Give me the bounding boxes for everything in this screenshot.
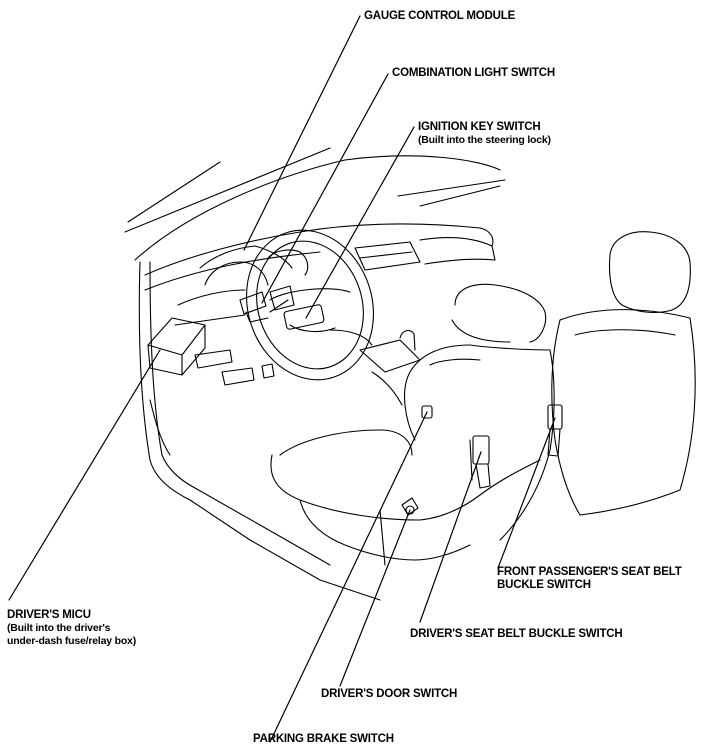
driver-seat	[271, 284, 554, 565]
windshield-frame	[125, 148, 505, 260]
leader-lines	[9, 16, 555, 742]
dashboard	[145, 224, 495, 405]
leader-ignition-key-switch	[306, 127, 414, 318]
label-drivers-micu-note-line2: under-dash fuse/relay box)	[7, 635, 136, 647]
front-passenger-seat	[552, 232, 695, 515]
label-drivers-door-switch: DRIVER'S DOOR SWITCH	[321, 688, 458, 700]
leader-combination-light-switch	[262, 74, 388, 303]
parking-brake-switch-part	[422, 406, 432, 418]
label-front-passenger-seat-belt-line2: BUCKLE SWITCH	[497, 579, 591, 591]
label-drivers-micu-note-line1: (Built into the driver's	[7, 622, 111, 634]
leader-drivers-door-switch	[340, 510, 410, 686]
label-drivers-seat-belt-buckle-switch: DRIVER'S SEAT BELT BUCKLE SWITCH	[410, 628, 623, 640]
driver-door-switch-part	[402, 498, 418, 515]
label-drivers-micu: DRIVER'S MICU	[7, 609, 91, 621]
driver-seat-belt-buckle	[473, 436, 490, 488]
leader-drivers-seat-belt	[420, 452, 481, 622]
label-gauge-control-module: GAUGE CONTROL MODULE	[364, 10, 516, 22]
steering-wheel	[228, 214, 393, 397]
door-opening	[139, 262, 380, 600]
micu-box	[148, 318, 205, 375]
leader-gauge-control-module	[244, 16, 360, 250]
front-passenger-seat-belt-buckle	[548, 405, 562, 456]
label-ignition-key-switch-note: (Built into the steering lock)	[418, 134, 551, 146]
leader-parking-brake-switch	[270, 412, 427, 742]
label-combination-light-switch: COMBINATION LIGHT SWITCH	[392, 67, 555, 79]
leader-drivers-micu	[9, 350, 160, 600]
label-ignition-key-switch: IGNITION KEY SWITCH	[418, 121, 541, 133]
leader-front-passenger-seat-belt	[498, 418, 555, 568]
label-front-passenger-seat-belt-line1: FRONT PASSENGER'S SEAT BELT	[497, 566, 682, 578]
combination-light-switch-stalk	[240, 286, 294, 322]
label-parking-brake-switch: PARKING BRAKE SWITCH	[253, 733, 394, 745]
